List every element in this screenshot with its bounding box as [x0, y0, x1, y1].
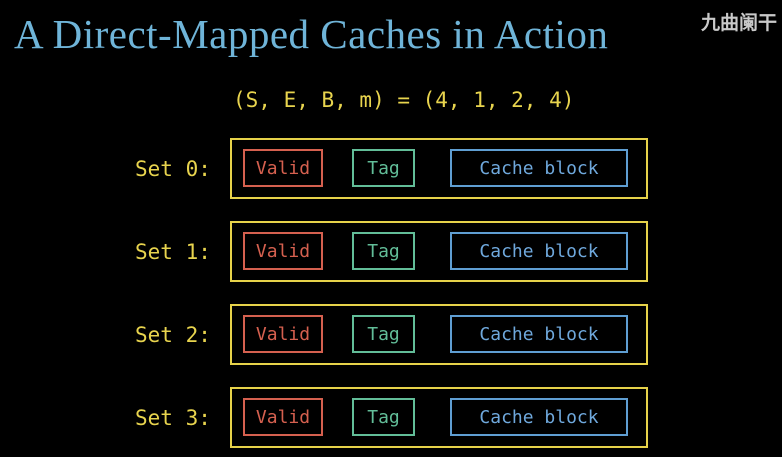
tag-cell: Tag [352, 315, 415, 353]
valid-bit-cell: Valid [243, 232, 323, 270]
set-outline-box: Valid Tag Cache block [230, 138, 648, 199]
valid-bit-cell: Valid [243, 315, 323, 353]
cache-block-cell: Cache block [450, 232, 628, 270]
tag-cell: Tag [352, 398, 415, 436]
cache-block-cell: Cache block [450, 398, 628, 436]
set-outline-box: Valid Tag Cache block [230, 221, 648, 282]
cache-set-row-3: Set 3: Valid Tag Cache block [0, 387, 782, 448]
watermark: 九曲阑干 [700, 12, 777, 34]
cache-set-row-0: Set 0: Valid Tag Cache block [0, 138, 782, 199]
cache-set-row-1: Set 1: Valid Tag Cache block [0, 221, 782, 282]
set-outline-box: Valid Tag Cache block [230, 387, 648, 448]
tag-cell: Tag [352, 232, 415, 270]
set-label: Set 0: [135, 156, 211, 181]
page-title: A Direct-Mapped Caches in Action [14, 11, 609, 57]
set-label: Set 3: [135, 405, 211, 430]
valid-bit-cell: Valid [243, 149, 323, 187]
cache-parameters-formula: (S, E, B, m) = (4, 1, 2, 4) [233, 88, 575, 112]
set-label: Set 1: [135, 239, 211, 264]
cache-set-row-2: Set 2: Valid Tag Cache block [0, 304, 782, 365]
cache-block-cell: Cache block [450, 149, 628, 187]
tag-cell: Tag [352, 149, 415, 187]
set-outline-box: Valid Tag Cache block [230, 304, 648, 365]
cache-block-cell: Cache block [450, 315, 628, 353]
set-label: Set 2: [135, 322, 211, 347]
valid-bit-cell: Valid [243, 398, 323, 436]
